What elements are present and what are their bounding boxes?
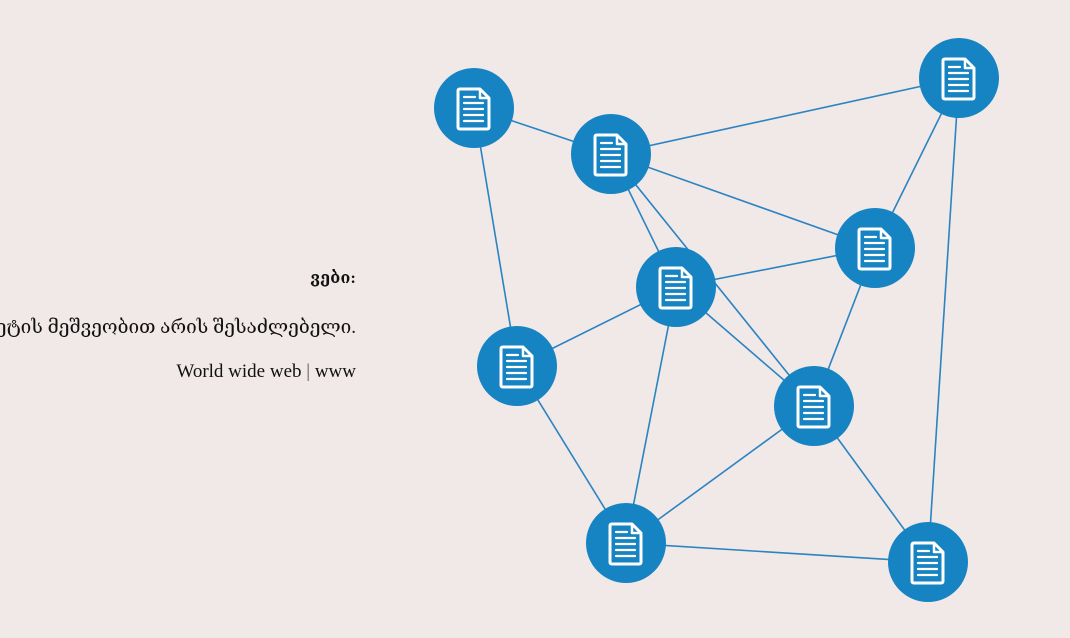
network-edges xyxy=(473,77,960,563)
document-node-n5 xyxy=(636,247,716,327)
document-node-n2 xyxy=(571,114,651,194)
document-node-n9 xyxy=(888,522,968,602)
document-icon xyxy=(910,541,945,585)
terms-line: World wide web | www xyxy=(176,361,356,383)
document-node-n1 xyxy=(434,68,514,148)
term-world-wide-web: World wide web xyxy=(176,361,302,382)
section-heading: ვები: xyxy=(310,270,356,287)
document-node-n3 xyxy=(919,38,999,118)
document-icon xyxy=(456,87,491,131)
edge-n5-n8 xyxy=(625,286,677,544)
document-node-n6 xyxy=(477,326,557,406)
document-node-n8 xyxy=(586,503,666,583)
edge-n2-n4 xyxy=(610,153,876,249)
description-sentence: რნეტის მეშვეობით არის შესაძლებელი. xyxy=(0,317,356,338)
document-icon xyxy=(593,133,628,177)
edge-n2-n3 xyxy=(610,77,960,155)
text-panel: ვები: რნეტის მეშვეობით არის შესაძლებელი.… xyxy=(0,0,356,638)
document-icon xyxy=(857,227,892,271)
term-www: www xyxy=(314,361,356,382)
document-icon xyxy=(608,522,643,566)
edge-n8-n9 xyxy=(625,542,929,563)
edge-n3-n9 xyxy=(927,77,960,563)
document-node-n7 xyxy=(774,366,854,446)
document-icon xyxy=(499,345,534,389)
document-icon xyxy=(941,57,976,101)
document-node-n4 xyxy=(835,208,915,288)
document-icon xyxy=(658,266,693,310)
network-nodes xyxy=(434,38,999,602)
term-separator: | xyxy=(306,361,311,382)
document-icon xyxy=(796,385,831,429)
edge-n1-n6 xyxy=(473,107,518,367)
